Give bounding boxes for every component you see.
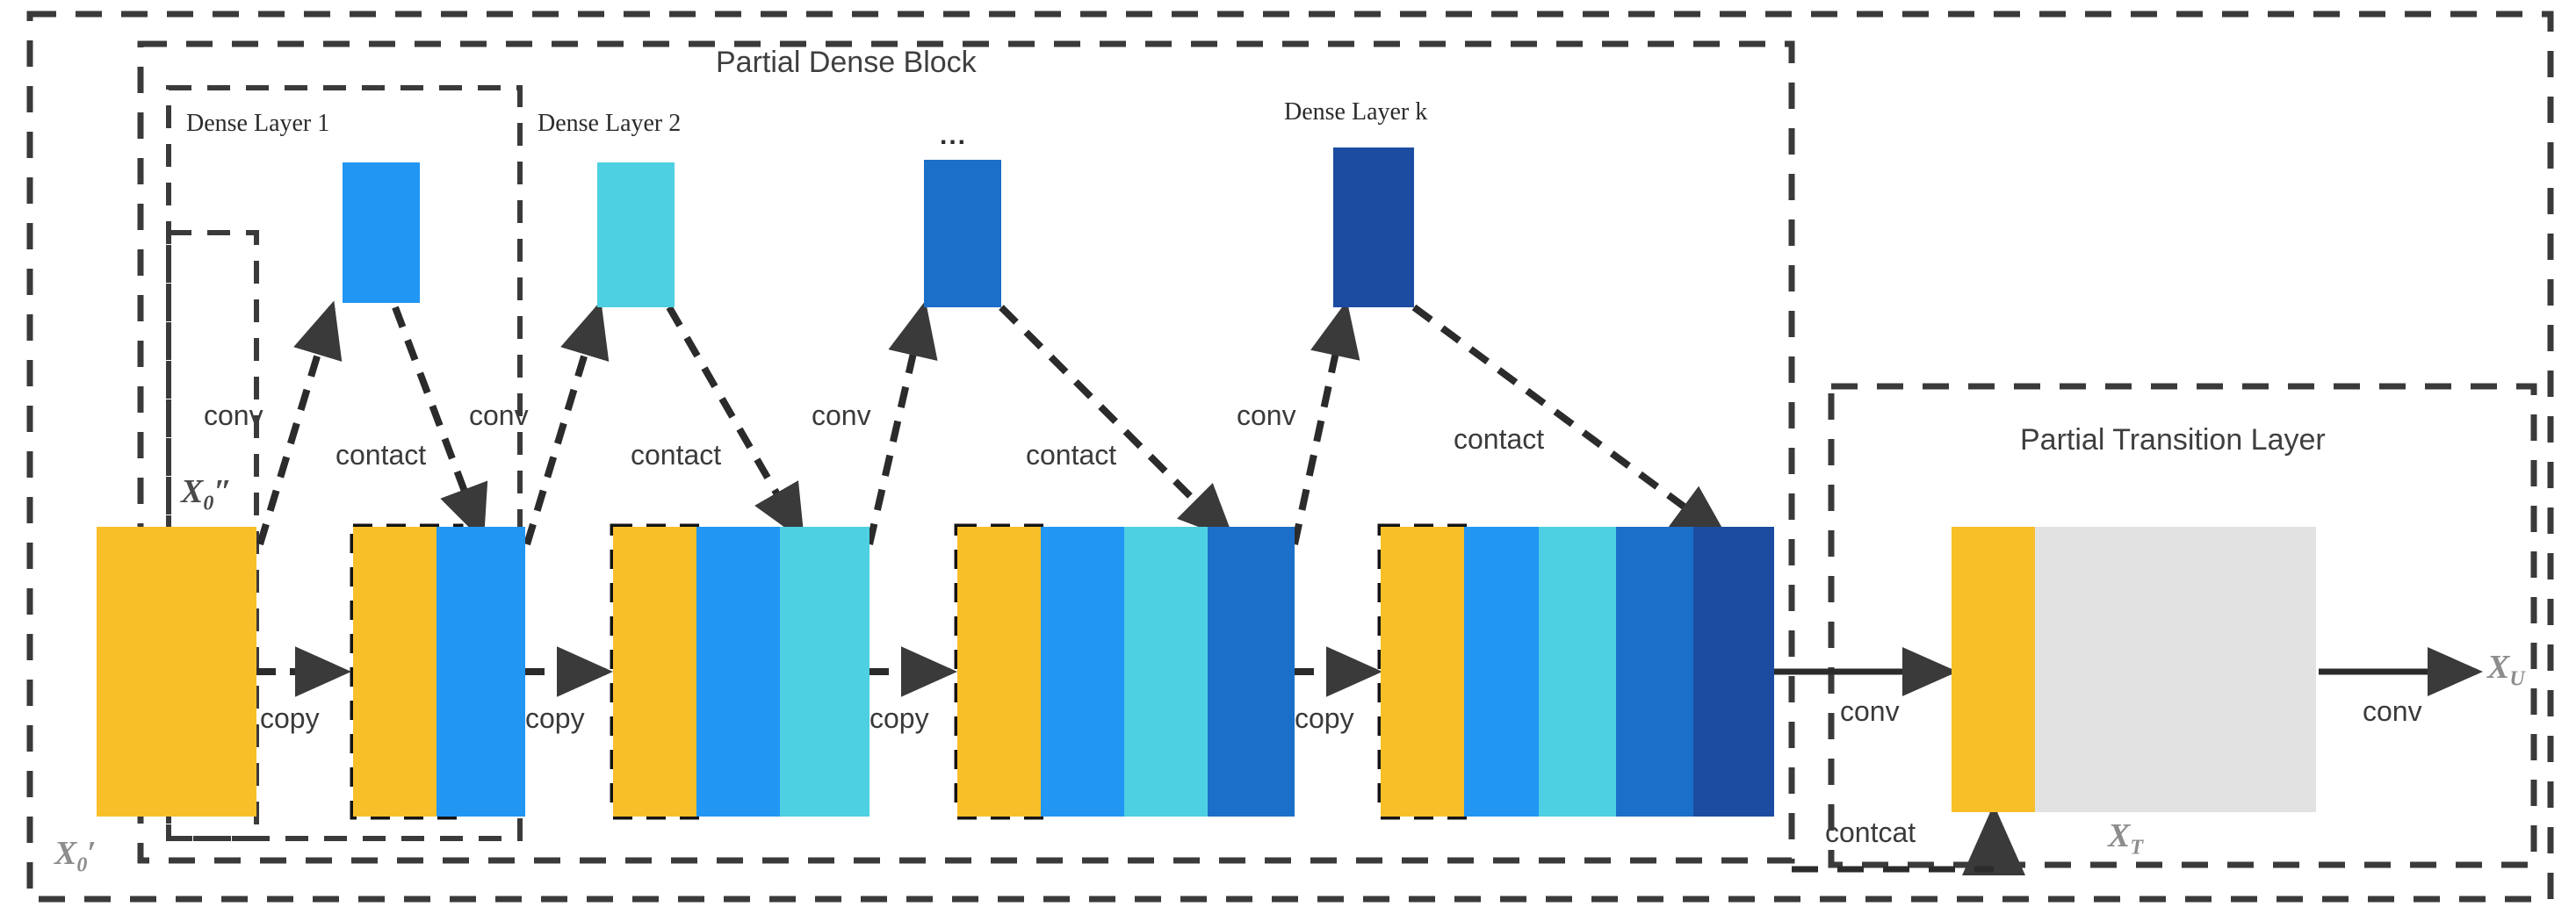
partial-dense-block-frame (137, 40, 1795, 864)
contact-label-2: contact (631, 439, 722, 471)
x0-prime-mark: ′ (87, 835, 97, 872)
dense-layer-1-label: Dense Layer 1 (186, 110, 330, 137)
copy-label-4: copy (1295, 702, 1354, 734)
contcat-label: contcat (1825, 817, 1916, 848)
x-u-base: X (2487, 649, 2510, 686)
contact-arrow-3 (999, 305, 1235, 541)
dense-layer-1-frame (166, 85, 523, 841)
contact-arrow-1 (392, 306, 488, 543)
conv-arrow-4 (1291, 300, 1360, 545)
dense-layer-bar-3 (924, 160, 1001, 307)
dense-layer-ellipsis-label: ... (940, 121, 968, 150)
feature-stack-4-seg-3 (1616, 527, 1693, 817)
x-t-sub: T (2130, 836, 2144, 860)
feature-stack-3-seg-1 (1041, 527, 1124, 817)
feature-stack-4-seg-0 (1381, 527, 1464, 817)
feature-stack-3-seg-3 (1208, 527, 1295, 817)
transition-map-gray (2035, 527, 2316, 812)
partial-transition-layer-frame (1828, 383, 2537, 868)
conv-arrow-1 (256, 300, 343, 546)
contact-label-3: contact (1026, 439, 1117, 471)
x0-double-prime-label: X0″ (181, 472, 232, 516)
x-u-sub: U (2509, 667, 2525, 691)
feature-stack-1-seg-1 (437, 527, 525, 817)
x-t-base: X (2108, 817, 2131, 854)
conv-label-3: conv (812, 399, 871, 431)
partial-transition-layer-title: Partial Transition Layer (2020, 423, 2326, 457)
conv-label-2: conv (469, 399, 529, 431)
contact-arrow-2 (666, 306, 805, 542)
x0-dprime-mark: ″ (213, 473, 233, 510)
x-t-label: XT (2108, 817, 2143, 860)
x0-prime-base: X (54, 835, 77, 872)
feature-stack-4-seg-1 (1464, 527, 1539, 817)
feature-stack-3-seg-0 (957, 527, 1041, 817)
x-u-label: XU (2487, 648, 2525, 692)
feature-stack-0-seg-0 (97, 527, 256, 817)
dense-layer-bar-1 (343, 162, 420, 303)
feature-stack-2-seg-1 (696, 527, 780, 817)
feature-stack-4-seg-4 (1693, 527, 1774, 817)
transition-map-orange (1952, 527, 2035, 812)
x0-prime-sub: 0 (76, 853, 88, 877)
contact-arrow-4 (1411, 304, 1729, 540)
dense-layer-k-label: Dense Layer k (1284, 98, 1428, 126)
conv-label-4: conv (1237, 399, 1296, 431)
copy-label-1: copy (260, 702, 320, 734)
feature-stack-1-seg-0 (353, 527, 437, 817)
feature-stack-2-seg-2 (780, 527, 869, 817)
feature-stack-4-seg-2 (1539, 527, 1616, 817)
contact-label-4: contact (1454, 423, 1545, 455)
outer-dashed-frame (26, 11, 2554, 903)
x0-dprime-sub: 0 (203, 492, 214, 515)
copy-label-3: copy (869, 702, 929, 734)
x0-dprime-base: X (181, 473, 204, 510)
conv-label-1: conv (204, 399, 263, 431)
partial-dense-block-title: Partial Dense Block (716, 46, 977, 79)
dense-layer-bar-4 (1333, 148, 1414, 307)
feature-stack-3-seg-2 (1124, 527, 1208, 817)
conv-arrow-3 (866, 300, 938, 545)
conv-arrow-2 (523, 300, 610, 546)
dense-layer-2-label: Dense Layer 2 (538, 110, 682, 137)
dense-layer-bar-2 (597, 162, 675, 307)
x0-prime-label: X0′ (54, 834, 97, 878)
conv-label-transition-out: conv (2363, 695, 2422, 727)
conv-label-transition-in: conv (1840, 695, 1900, 727)
feature-stack-2-seg-0 (613, 527, 696, 817)
contact-label-1: contact (336, 439, 427, 471)
copy-label-2: copy (525, 702, 585, 734)
